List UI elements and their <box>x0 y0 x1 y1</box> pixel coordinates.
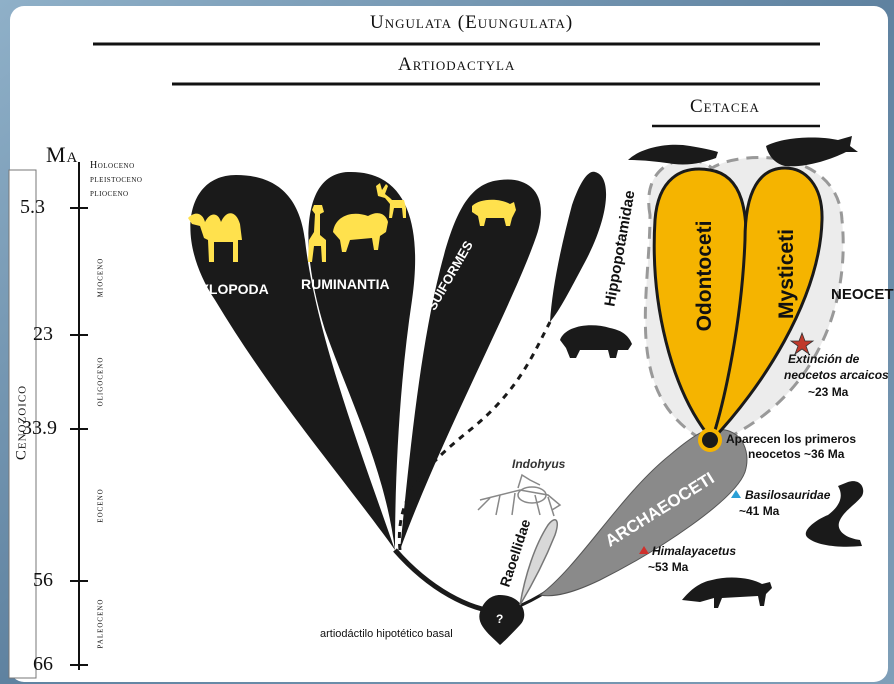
aparecen-line-1: Aparecen los primeros <box>726 432 856 446</box>
odontoceti-label: Odontoceti <box>693 211 717 341</box>
tylopoda-label: TYLOPODA <box>191 281 269 297</box>
epoch-plioceno: plioceno <box>90 188 129 199</box>
basilosauridae-age: ~41 Ma <box>739 504 779 518</box>
himalayacetus-label: Himalayacetus <box>652 544 736 558</box>
skeleton-icon <box>478 475 560 516</box>
indohyus-label: Indohyus <box>512 457 565 471</box>
basal-stem-left <box>395 550 500 612</box>
extincion-line-2: neocetos arcaicos <box>784 368 889 382</box>
mysticeti-label: Mysticeti <box>775 209 799 339</box>
epoch-paleoceno: paleoceno <box>95 590 106 658</box>
himalayacetus-icon <box>682 577 772 608</box>
hippo-icon <box>560 325 632 358</box>
neocet-label: NEOCET <box>831 286 894 303</box>
ruminantia-label: RUMINANTIA <box>301 276 390 292</box>
ungulata-label: Ungulata (Euungulata) <box>370 12 573 34</box>
basal-question: ? <box>496 612 503 626</box>
epoch-oligoceno: oligoceno <box>95 348 106 416</box>
tick-23: 23 <box>33 323 53 346</box>
epoch-eoceno: eoceno <box>95 476 106 536</box>
epoch-mioceno: mioceno <box>95 248 106 308</box>
tick-66: 66 <box>33 653 53 676</box>
extincion-line-3: ~23 Ma <box>808 385 848 399</box>
epoch-holoceno: Holoceno <box>90 160 135 171</box>
aparecen-line-2: neocetos ~36 Ma <box>748 447 844 461</box>
neoceti-origin-node <box>700 430 720 450</box>
whale-icon <box>766 136 858 166</box>
himalayacetus-age: ~53 Ma <box>648 560 688 574</box>
tick-56: 56 <box>33 569 53 592</box>
hippopotamidae-lobe <box>550 172 606 322</box>
cetacea-label: Cetacea <box>690 96 760 118</box>
tick-5-3: 5.3 <box>20 196 45 219</box>
epoch-pleistoceno: pleistoceno <box>90 174 142 185</box>
whale-icon <box>628 145 718 165</box>
basal-ancestor-label: artiodáctilo hipotético basal <box>320 628 453 640</box>
era-cenozoico: Cenozoico <box>14 371 31 475</box>
ma-label: Ma <box>46 142 78 168</box>
artiodactyla-label: Artiodactyla <box>398 54 515 76</box>
basilosauridae-label: Basilosauridae <box>745 488 830 502</box>
extincion-line-1: Extinción de <box>788 352 859 366</box>
